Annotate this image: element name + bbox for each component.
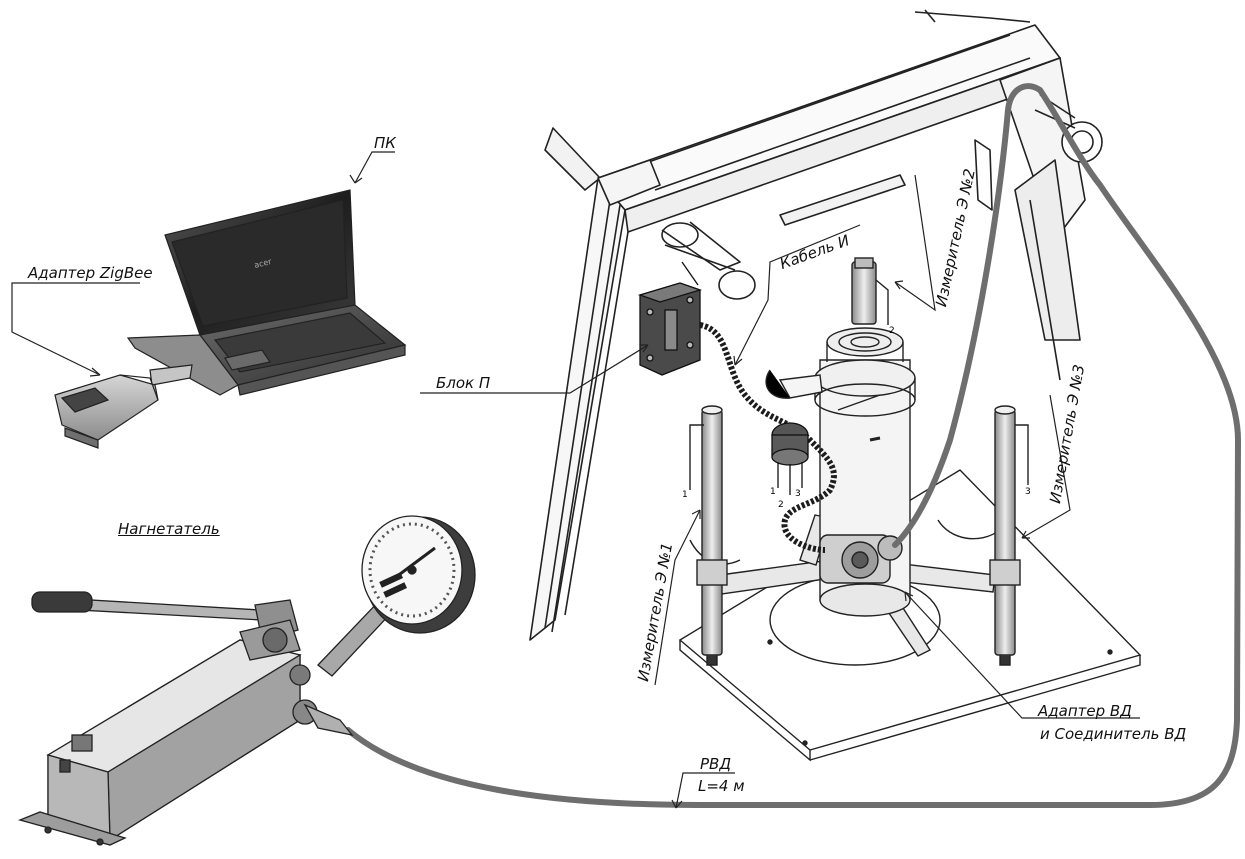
laptop-pc (126, 189, 407, 396)
block-p-unit (637, 261, 703, 376)
label-pc: ПК (374, 134, 396, 152)
meter-1-pin: 1 (682, 490, 688, 500)
meter-3-pin: 3 (1025, 487, 1031, 497)
cable-i (699, 322, 837, 553)
label-block-p: Блок П (436, 374, 491, 392)
block-pin-2: 2 (778, 500, 784, 510)
label-adapter-vd-line1: Адаптер ВД (1038, 702, 1132, 720)
hydraulic-jack (765, 327, 916, 617)
portal-frame (529, 9, 1103, 641)
pressure-gauge (317, 515, 476, 677)
label-hose-length: L=4 м (698, 777, 745, 795)
leader-lines (11, 151, 1140, 809)
zigbee-adapter (54, 364, 193, 449)
label-pump: Нагнетатель (118, 520, 220, 538)
meter-2-rod (851, 257, 889, 325)
block-pin-3: 3 (795, 489, 801, 499)
label-hose-name: РВД (700, 755, 732, 773)
meter-1-rod (689, 405, 728, 666)
laptop-brand-logo: acer (253, 257, 273, 270)
sensor-junction (771, 422, 809, 495)
meter-3-rod (989, 405, 1029, 666)
label-adapter-zigbee: Адаптер ZigBee (28, 264, 153, 282)
block-pin-1: 1 (770, 487, 776, 497)
hand-pump (17, 591, 354, 846)
meter-2-pin: 2 (889, 326, 895, 336)
high-pressure-hose (345, 83, 1242, 808)
label-adapter-vd-line2: и Соединитель ВД (1040, 725, 1187, 743)
